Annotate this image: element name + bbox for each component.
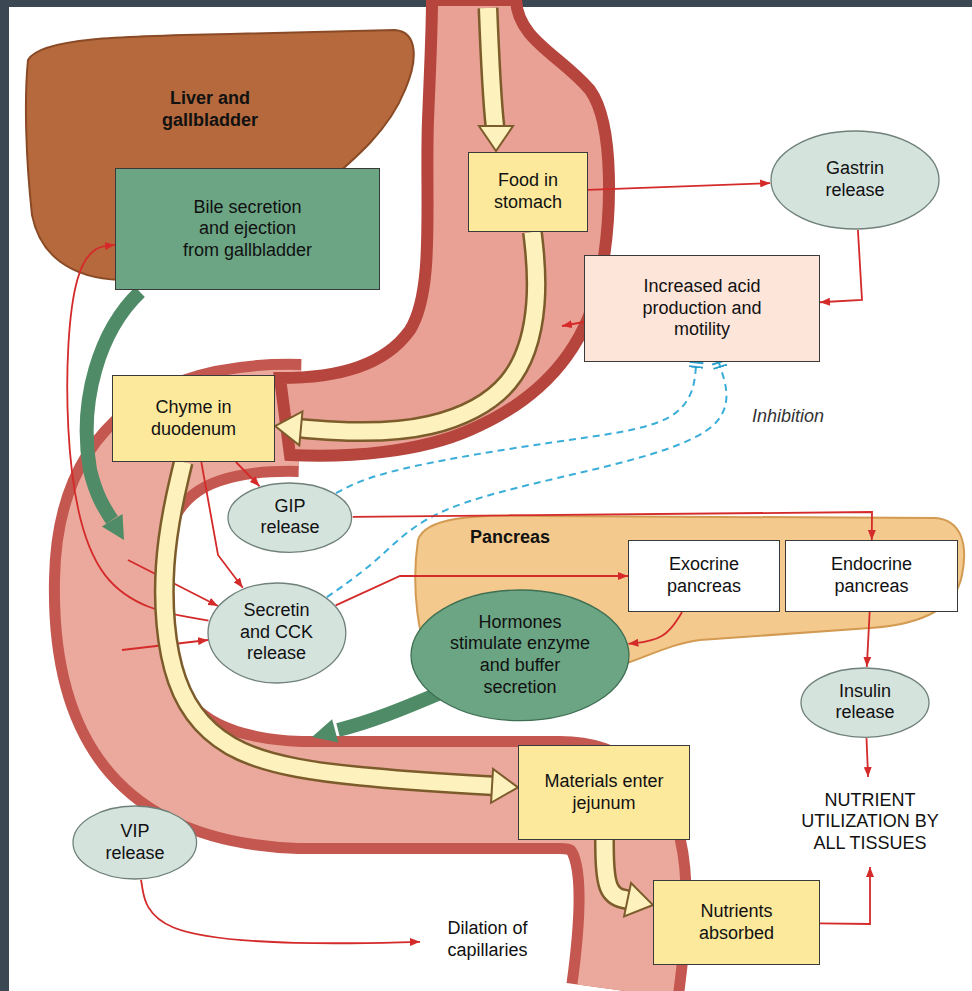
- hormone-oval: Insulin release: [800, 667, 930, 738]
- signal-arrow: [628, 612, 682, 644]
- organ-box: Endocrine pancreas: [785, 540, 958, 612]
- oval-outline: [411, 590, 629, 721]
- signal-arrow: [820, 867, 870, 924]
- process-box: Chyme in duodenum: [112, 375, 275, 462]
- food-arrow-head: [479, 126, 513, 151]
- signal-arrow: [562, 322, 584, 326]
- process-box: Nutrients absorbed: [653, 880, 820, 965]
- flow-arrow-head: [624, 883, 653, 916]
- node-text: Increased acid production and motility: [622, 276, 782, 341]
- bile-arrow-head: [102, 514, 124, 540]
- hormone-oval: VIP release: [72, 805, 198, 880]
- secretion-arrow: [338, 693, 440, 730]
- secretion-arrow-head: [312, 719, 338, 742]
- effect-oval: Hormones stimulate enzyme and buffer sec…: [410, 589, 630, 722]
- node-text: Hormones stimulate enzyme and buffer sec…: [448, 612, 593, 698]
- signal-arrow: [141, 880, 420, 943]
- flow-arrow-head: [491, 769, 518, 803]
- signal-path: [236, 462, 260, 486]
- node-text: Bile secretion and ejection from gallbla…: [179, 197, 317, 262]
- signal-arrow: [866, 738, 868, 777]
- node-text: Materials enter jejunum: [534, 771, 674, 814]
- flow-arrow-body: [604, 840, 627, 900]
- hormone-oval: GIP release: [227, 482, 353, 553]
- signal-path: [141, 880, 420, 943]
- signal-path: [820, 867, 870, 924]
- hormone-oval: Gastrin release: [770, 130, 940, 230]
- signal-arrow: [353, 512, 872, 540]
- signal-path: [866, 738, 868, 777]
- oval-outline: [73, 806, 197, 879]
- node-text: Dilation of capillaries: [433, 918, 543, 961]
- oval-outline: [801, 668, 929, 737]
- node-text: Exocrine pancreas: [654, 554, 754, 597]
- node-text: VIP release: [95, 821, 175, 864]
- effect-box: Increased acid production and motility: [584, 255, 820, 362]
- process-box: Food in stomach: [468, 152, 588, 232]
- node-text: Chyme in duodenum: [144, 397, 244, 440]
- organ-label: Liver and gallbladder: [150, 88, 270, 131]
- intestine-lumen: [108, 418, 633, 991]
- signal-arrow: [867, 612, 870, 667]
- annotation: Inhibition: [752, 406, 824, 428]
- node-text: Endocrine pancreas: [822, 554, 922, 597]
- oval-outline: [771, 131, 939, 229]
- signal-path: [628, 612, 682, 644]
- inhibition-line: [336, 362, 696, 493]
- signal-arrow: [820, 230, 862, 302]
- oval-outline: [208, 583, 346, 683]
- food-arrow-outline: [488, 8, 495, 127]
- process-box: Materials enter jejunum: [518, 745, 690, 840]
- outcome-text: Dilation of capillaries: [425, 905, 550, 975]
- intestine-wall: [108, 418, 633, 991]
- flow-arrow-head: [275, 411, 302, 445]
- node-text: Gastrin release: [800, 158, 910, 201]
- frame-strip: [0, 0, 9, 991]
- organ-box: Exocrine pancreas: [628, 540, 780, 612]
- node-text: NUTRIENT UTILIZATION BY ALL TISSUES: [785, 790, 955, 855]
- node-text: Secretin and CCK release: [231, 600, 321, 665]
- outcome-text: NUTRIENT UTILIZATION BY ALL TISSUES: [775, 782, 965, 862]
- signal-path: [588, 183, 770, 190]
- oval-outline: [228, 483, 352, 552]
- node-text: Food in stomach: [478, 170, 578, 213]
- process-box: Bile secretion and ejection from gallbla…: [115, 168, 380, 290]
- signal-path: [820, 230, 862, 302]
- signal-path: [867, 612, 870, 667]
- node-text: Insulin release: [825, 681, 905, 724]
- flow-arrow: [604, 840, 653, 916]
- hormone-oval: Secretin and CCK release: [207, 582, 347, 684]
- food-arrow: [488, 8, 495, 127]
- signal-path: [353, 512, 872, 540]
- organ-label: Pancreas: [470, 527, 550, 549]
- flow-arrow-outline: [604, 840, 627, 900]
- signal-arrow: [588, 183, 770, 190]
- signal-arrow: [236, 462, 260, 486]
- node-text: Nutrients absorbed: [687, 901, 787, 944]
- inhibition-path: [336, 362, 696, 493]
- node-text: GIP release: [250, 496, 330, 539]
